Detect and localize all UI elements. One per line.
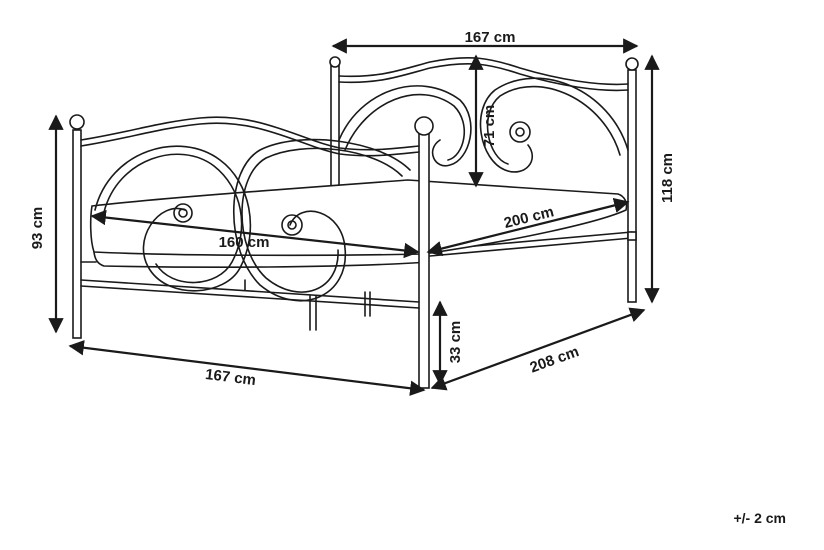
headboard-left-knob — [329, 56, 341, 68]
dimension-headboard-height: 118 cm — [644, 54, 676, 304]
svg-text:33 cm: 33 cm — [447, 321, 464, 364]
dimension-headboard-width: 167 cm — [331, 29, 639, 54]
dimension-ornament-height: 71 cm — [468, 54, 498, 188]
dimension-leg-height: 33 cm — [432, 300, 464, 386]
footboard — [69, 114, 434, 389]
dimension-footboard-height: 93 cm — [29, 114, 64, 334]
headboard-right-post — [627, 69, 637, 303]
svg-text:71 cm: 71 cm — [481, 105, 498, 148]
tolerance-note: +/- 2 cm — [733, 510, 786, 526]
svg-text:118 cm: 118 cm — [659, 153, 676, 203]
svg-text:93 cm: 93 cm — [29, 207, 46, 250]
headboard-right-knob — [625, 57, 639, 71]
footboard-left-post — [72, 129, 82, 339]
dimension-mattress-width: 160 cm — [90, 209, 420, 259]
mattress — [89, 179, 628, 268]
dimension-footboard-width: 167 cm — [68, 340, 426, 396]
svg-text:167 cm: 167 cm — [465, 29, 516, 46]
footboard-right-knob — [414, 116, 434, 136]
footboard-left-knob — [69, 114, 85, 130]
svg-text:160 cm: 160 cm — [219, 234, 270, 251]
svg-text:167 cm: 167 cm — [204, 366, 257, 389]
svg-text:208 cm: 208 cm — [528, 343, 582, 376]
footboard-right-post — [418, 133, 430, 389]
